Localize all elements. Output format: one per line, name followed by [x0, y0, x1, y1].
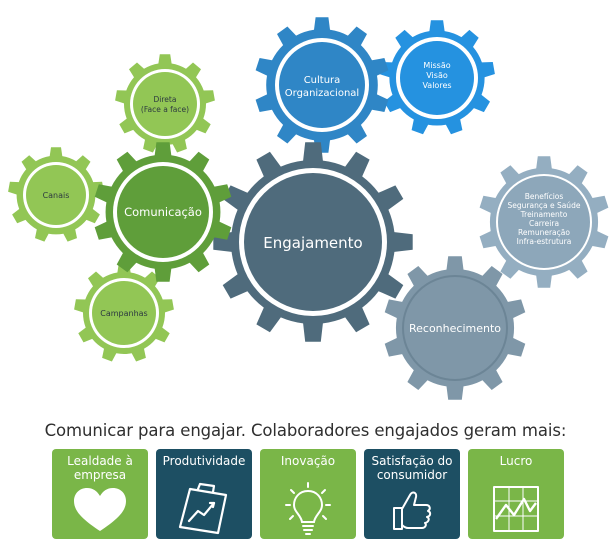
line-chart-icon [493, 486, 539, 532]
tile-inovacao-title: Inovação [280, 454, 336, 468]
beneficios-label-1: Benefícios [525, 192, 564, 201]
heart-icon [74, 488, 126, 531]
direta-label-2: (Face a face) [141, 105, 189, 114]
gear-beneficios: Benefícios Segurança e Saúde Treinamento… [479, 156, 609, 288]
gears-diagram: Reconhecimento Benefícios Segurança e Sa… [8, 17, 609, 400]
missao-label-2: Visão [426, 71, 448, 80]
tile-produtividade-title: Produtividade [162, 454, 246, 468]
beneficios-label-3: Treinamento [520, 210, 568, 219]
campanhas-label: Campanhas [100, 309, 147, 318]
gear-direta: Direta (Face a face) [115, 54, 215, 153]
beneficios-label-6: Infra-estrutura [517, 237, 572, 246]
reconhecimento-label: Reconhecimento [409, 322, 501, 335]
canais-label: Canais [43, 191, 70, 200]
tile-lealdade-title: Lealdade à empresa [67, 454, 133, 482]
beneficios-label-4: Carreira [529, 219, 559, 228]
gear-reconhecimento: Reconhecimento [384, 256, 526, 400]
benefit-tiles: Lealdade à empresa Produtividade Inovaçã… [52, 449, 564, 539]
cultura-label-2: Organizacional [285, 88, 359, 99]
gear-engajamento: Engajamento [213, 142, 413, 342]
gear-canais: Canais [8, 147, 104, 242]
gear-comunicacao: Comunicação [94, 142, 232, 282]
comunicacao-label: Comunicação [124, 205, 202, 219]
gear-cultura: Cultura Organizacional [255, 17, 389, 153]
beneficios-label-2: Segurança e Saúde [508, 201, 581, 210]
tile-lealdade: Lealdade à empresa [52, 449, 148, 539]
lightbulb-icon [285, 482, 331, 535]
missao-label-3: Valores [422, 81, 451, 90]
gear-campanhas: Campanhas [74, 263, 174, 362]
tile-satisfacao: Satisfação do consumidor [364, 449, 460, 539]
tile-lucro-title: Lucro [499, 454, 533, 468]
direta-label-1: Direta [154, 95, 177, 104]
tile-inovacao: Inovação [260, 449, 356, 539]
tile-satisfacao-title: Satisfação do consumidor [371, 454, 453, 482]
thumbs-up-icon [393, 491, 432, 530]
tile-produtividade: Produtividade [156, 449, 252, 539]
tile-lucro: Lucro [468, 449, 564, 539]
cultura-label-1: Cultura [304, 75, 341, 86]
tagline: Comunicar para engajar. Colaboradores en… [44, 421, 567, 440]
gear-missao: Missão Visão Valores [379, 20, 495, 135]
missao-label-1: Missão [423, 61, 450, 70]
engajamento-label: Engajamento [263, 234, 362, 252]
clipboard-chart-icon [178, 482, 228, 535]
beneficios-label-5: Remuneração [518, 228, 570, 237]
